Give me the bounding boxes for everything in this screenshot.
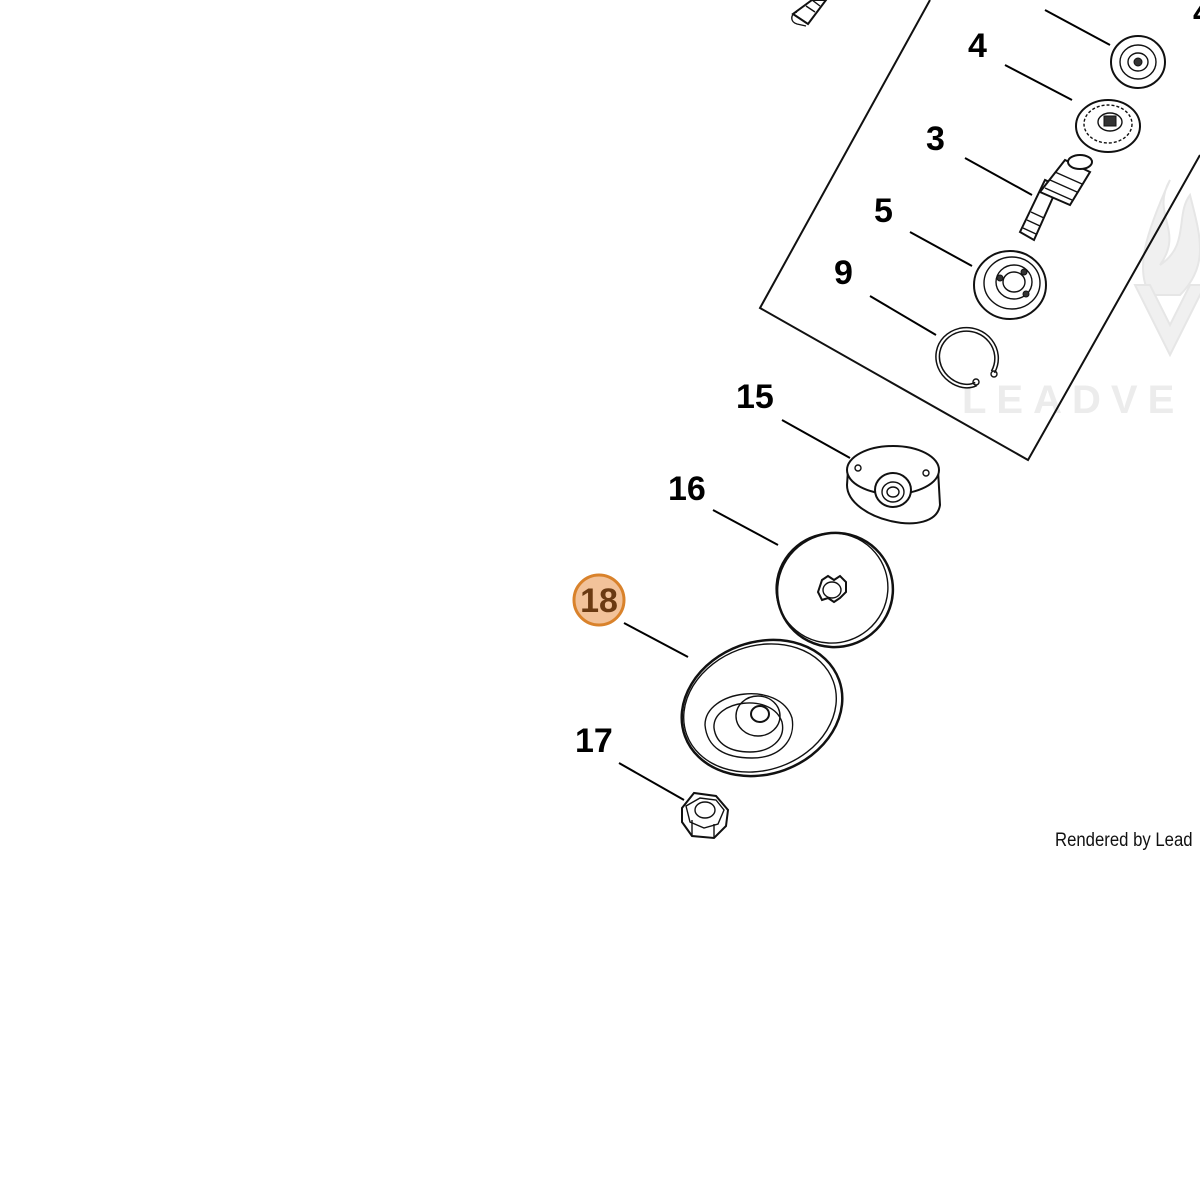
- callout-9: 9: [834, 254, 853, 292]
- shaft-part: [1018, 154, 1093, 242]
- thrust-cup-part: [845, 445, 942, 525]
- callout-16: 16: [668, 470, 706, 508]
- watermark-text: LEADVE: [962, 378, 1185, 422]
- guard-cap-part: [680, 638, 844, 778]
- screw-part: [791, 0, 828, 27]
- bearing-part: [973, 250, 1047, 320]
- callout-3: 3: [926, 120, 945, 158]
- disc-part: [775, 531, 895, 649]
- callout-4: 4: [968, 27, 987, 65]
- hex-nut-part: [681, 791, 730, 840]
- leader-partial: [1044, 9, 1111, 46]
- bearing-top-part: [1110, 35, 1166, 89]
- watermark-logo-icon: [1130, 175, 1200, 370]
- bevel-gear-part: [1075, 99, 1141, 153]
- callout-15: 15: [736, 378, 774, 416]
- callout-18-highlight[interactable]: 18: [572, 573, 626, 627]
- assembly-group-box: [758, 0, 1200, 462]
- callout-partial-4: 4: [1193, 0, 1200, 32]
- callout-5: 5: [874, 192, 893, 230]
- render-credit: Rendered by Lead: [1055, 830, 1193, 851]
- circlip-part: [935, 326, 1000, 389]
- callout-17: 17: [575, 722, 613, 760]
- svg-text:18: 18: [580, 582, 618, 620]
